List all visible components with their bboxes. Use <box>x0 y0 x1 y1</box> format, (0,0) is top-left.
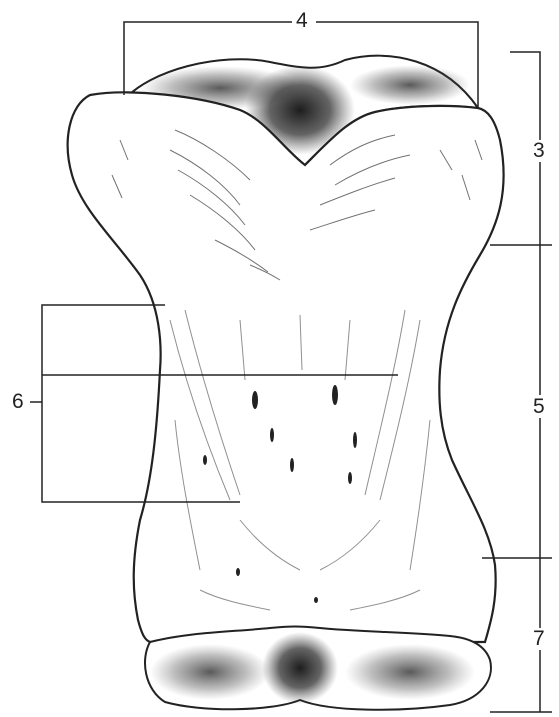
label-3: 3 <box>531 140 547 161</box>
bracket-3 <box>510 52 540 140</box>
bone-shaft <box>68 92 504 642</box>
label-4: 4 <box>294 10 310 31</box>
distal-articular-surface <box>145 627 491 710</box>
label-6: 6 <box>10 391 26 412</box>
label-7: 7 <box>531 628 547 649</box>
label-5: 5 <box>531 396 547 417</box>
